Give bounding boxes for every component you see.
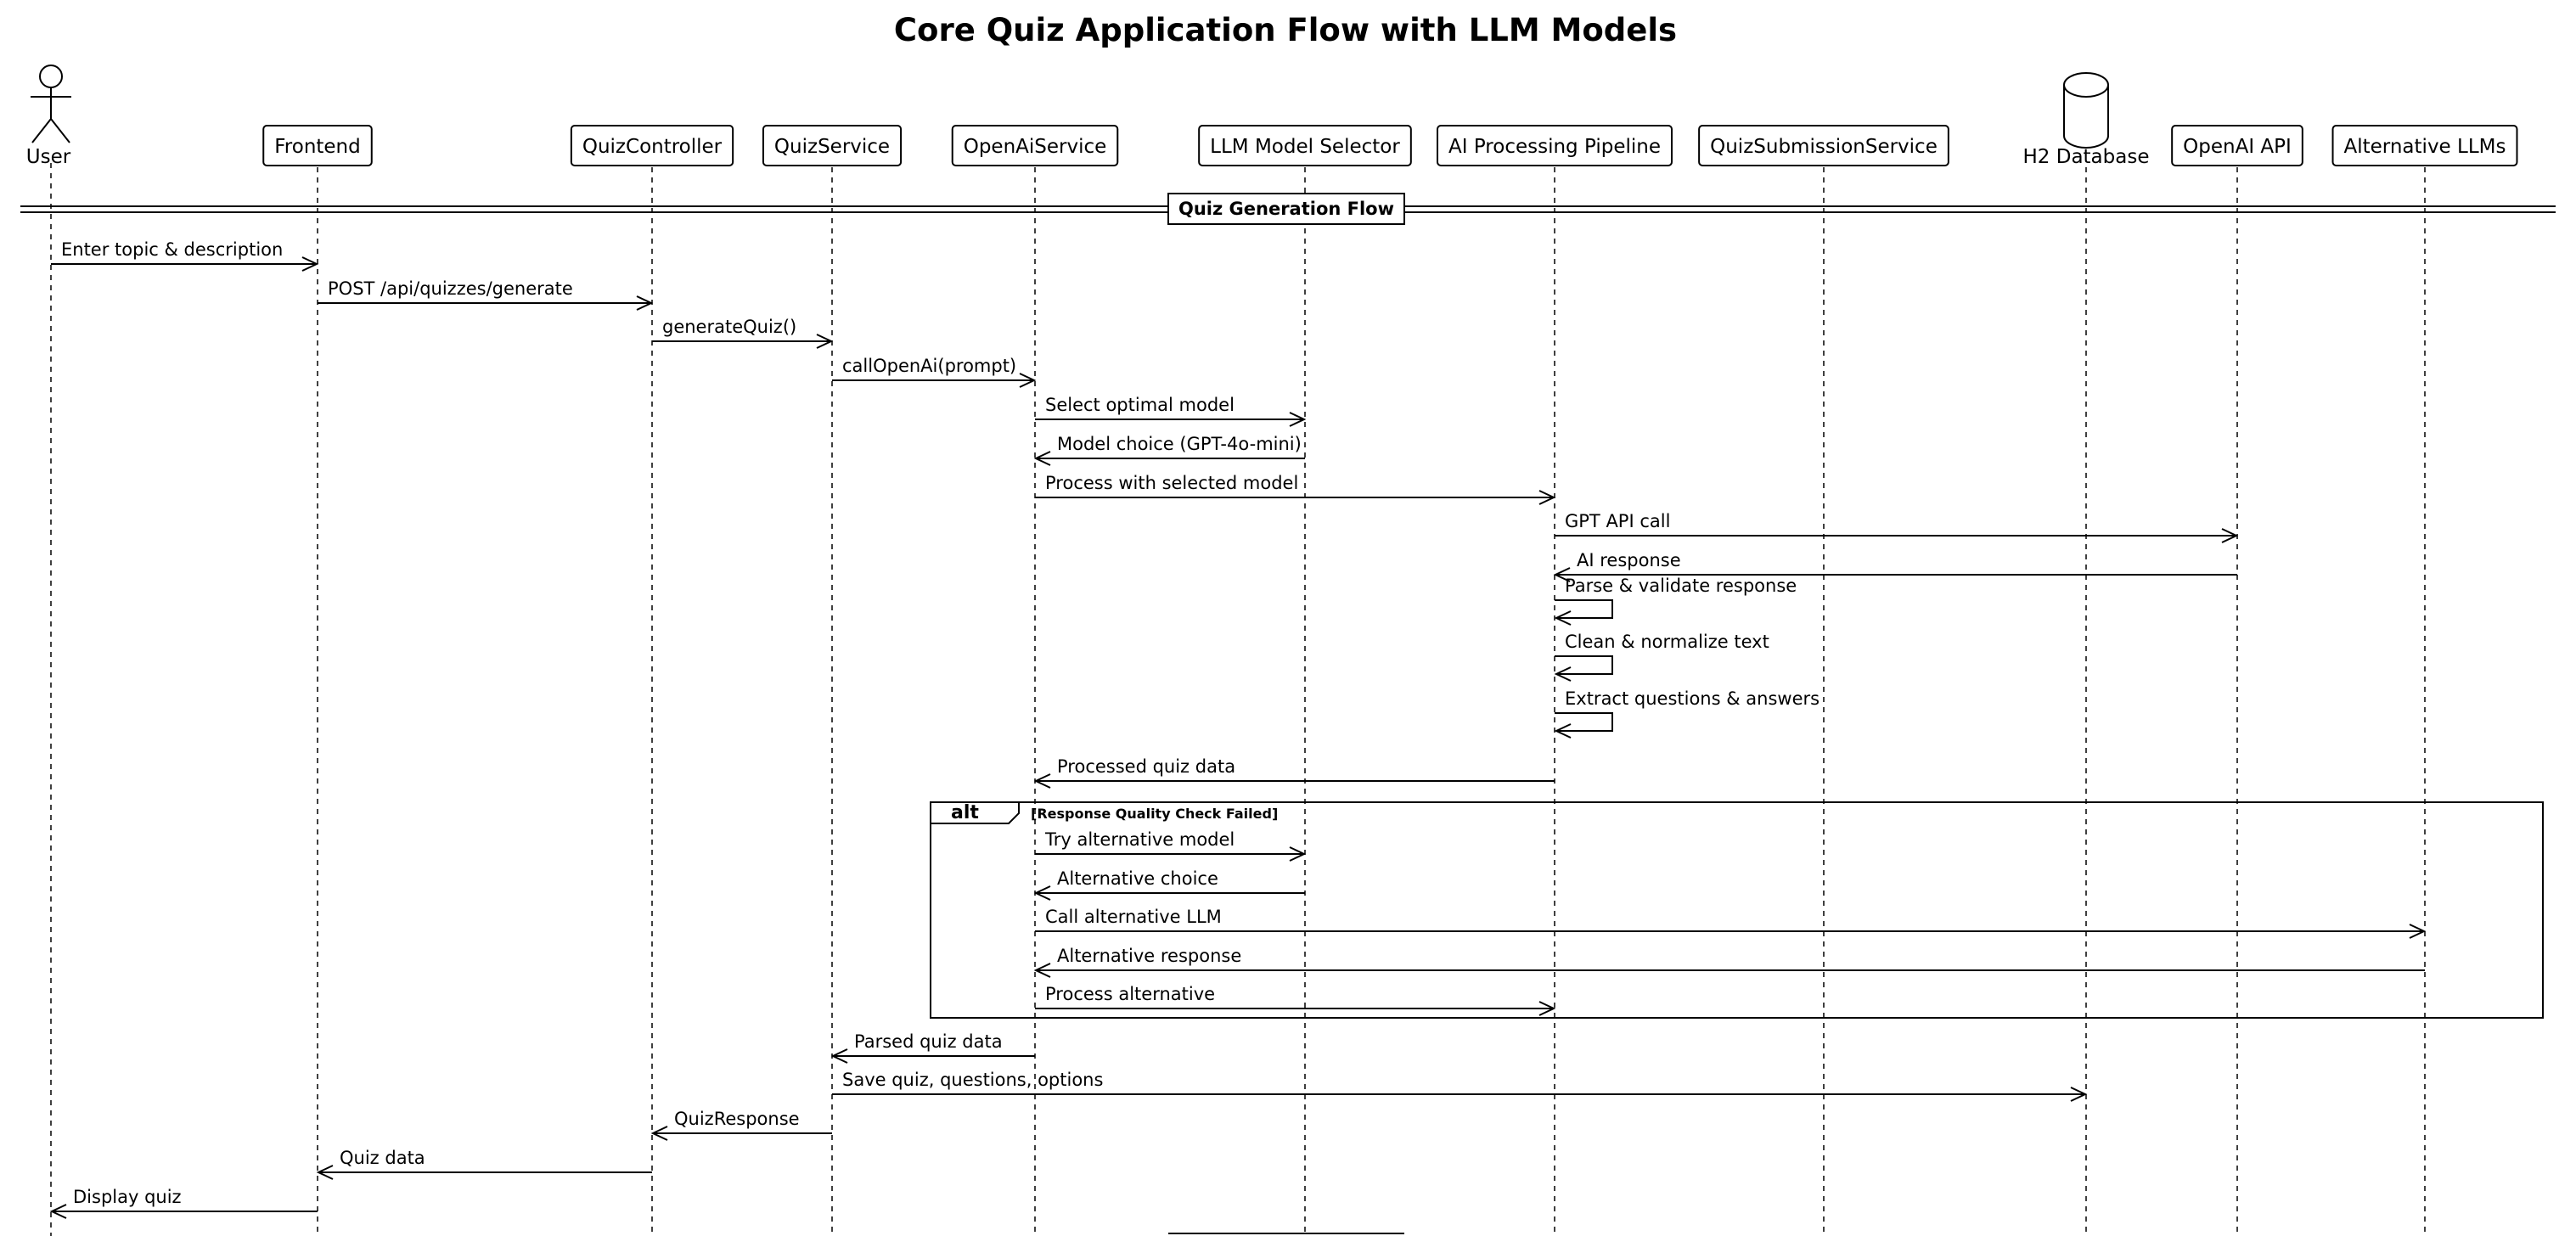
message: Display quiz (49, 1187, 318, 1219)
message: Model choice (GPT-4o-mini) (1033, 434, 1305, 466)
message: Processed quiz data (1033, 756, 1555, 789)
message-label: Process alternative (1045, 984, 1215, 1004)
lifelines (50, 163, 2426, 1236)
message: Enter topic & description (51, 239, 319, 272)
participant-quizcontroller: QuizController (570, 125, 734, 166)
message: Try alternative model (1035, 829, 1307, 862)
message: Alternative response (1033, 946, 2425, 978)
participant-llmselector: LLM Model Selector (1198, 125, 1412, 166)
participant-h2db: H2 Database (2023, 72, 2150, 168)
participant-quizservice: QuizService (762, 125, 903, 166)
diagram-title: Core Quiz Application Flow with LLM Mode… (894, 12, 1677, 48)
participant-label: LLM Model Selector (1210, 136, 1400, 158)
message: Save quiz, questions, options (832, 1070, 2088, 1102)
participant-label: AI Processing Pipeline (1448, 136, 1661, 158)
message-label: Extract questions & answers (1565, 688, 1820, 709)
participant-label: OpenAI API (2183, 136, 2292, 158)
message-label: Alternative response (1057, 946, 1241, 966)
message-label: Quiz data (340, 1148, 425, 1168)
participant-submission: QuizSubmissionService (1698, 125, 1949, 166)
message-label: Save quiz, questions, options (842, 1070, 1103, 1090)
participant-altllms: Alternative LLMs (2331, 125, 2518, 166)
database-icon (2063, 85, 2109, 149)
participant-pipeline: AI Processing Pipeline (1437, 125, 1673, 166)
message: callOpenAi(prompt) (832, 356, 1037, 388)
participants: User Frontend QuizController QuizService Ope… (26, 65, 2518, 168)
participant-box (262, 125, 373, 166)
message-label: Select optimal model (1045, 395, 1235, 415)
message: Quiz data (316, 1148, 652, 1180)
message: Parsed quiz data (830, 1031, 1035, 1064)
message-label: Model choice (GPT-4o-mini) (1057, 434, 1302, 454)
message-label: Call alternative LLM (1045, 907, 1222, 927)
message: POST /api/quizzes/generate (318, 278, 654, 311)
alt-fragment: alt [Response Quality Check Failed] (930, 801, 2544, 1019)
message-label: Display quiz (73, 1187, 182, 1207)
message-label: Processed quiz data (1057, 756, 1235, 777)
participant-box (1198, 125, 1412, 166)
actor-icon (39, 65, 63, 88)
participant-label: Alternative LLMs (2344, 136, 2506, 158)
participant-user: User (26, 65, 71, 168)
alt-keyword: alt (951, 802, 979, 823)
message-label: Parsed quiz data (854, 1031, 1003, 1052)
message-label: Try alternative model (1044, 829, 1235, 850)
participant-box (1437, 125, 1673, 166)
participant-label: QuizSubmissionService (1710, 136, 1938, 158)
message: Clean & normalize text (1554, 632, 1769, 682)
message-label: generateQuiz() (662, 317, 796, 337)
message: Process alternative (1035, 984, 1556, 1016)
section-label: Quiz Generation Flow (1178, 199, 1394, 219)
participant-label: Frontend (274, 136, 361, 158)
message: Parse & validate response (1554, 576, 1797, 626)
message: AI response (1553, 550, 2237, 582)
alt-condition: [Response Quality Check Failed] (1031, 806, 1278, 822)
message-label: GPT API call (1565, 511, 1670, 531)
participant-label: User (26, 146, 71, 168)
message-label: AI response (1577, 550, 1681, 570)
message-label: Process with selected model (1045, 473, 1298, 493)
participant-box (951, 125, 1119, 166)
message: QuizResponse (650, 1109, 832, 1141)
message-label: Alternative choice (1057, 868, 1218, 889)
participant-box (2171, 125, 2303, 166)
message: Process with selected model (1035, 473, 1556, 505)
message: GPT API call (1555, 511, 2239, 543)
message-label: callOpenAi(prompt) (842, 356, 1016, 376)
message-label: Clean & normalize text (1565, 632, 1769, 652)
participant-label: QuizService (774, 136, 890, 158)
message: Call alternative LLM (1035, 907, 2427, 939)
participant-openaiservice: OpenAiService (951, 125, 1119, 166)
participant-label: OpenAiService (964, 136, 1107, 158)
participant-label: QuizController (582, 136, 723, 158)
message-label: POST /api/quizzes/generate (328, 278, 573, 299)
participant-box (570, 125, 734, 166)
message: generateQuiz() (652, 317, 834, 349)
message-label: Enter topic & description (61, 239, 283, 260)
participant-box (2331, 125, 2518, 166)
message: Alternative choice (1033, 868, 1305, 901)
participant-openaiapi: OpenAI API (2171, 125, 2303, 166)
participant-box (1698, 125, 1949, 166)
participant-label: H2 Database (2023, 146, 2150, 168)
message-label: QuizResponse (674, 1109, 800, 1129)
section-divider: Quiz Generation Flow (20, 193, 2556, 225)
message: Select optimal model (1035, 395, 1307, 427)
message-label: Parse & validate response (1565, 576, 1797, 596)
participant-box (762, 125, 903, 166)
message: Extract questions & answers (1554, 688, 1820, 739)
participant-frontend: Frontend (262, 125, 373, 166)
